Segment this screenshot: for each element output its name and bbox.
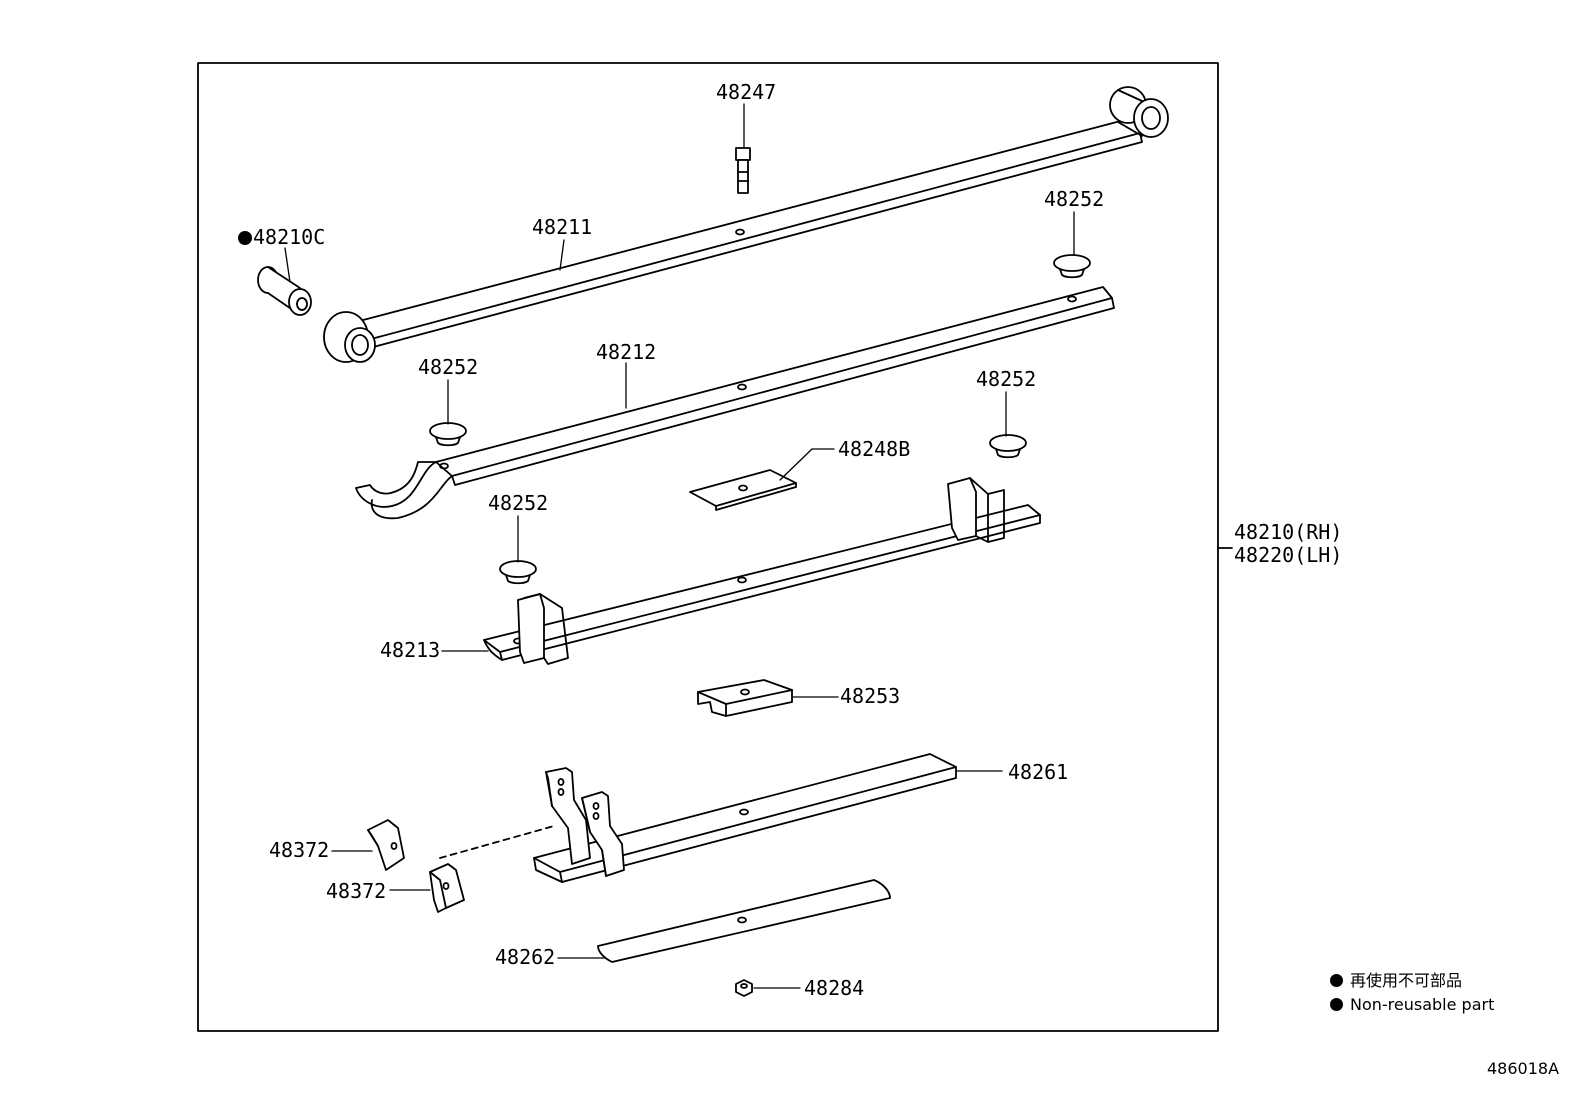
seat-48253 <box>697 679 793 717</box>
label-48247: 48247 <box>716 80 777 104</box>
label-assembly-rh: 48210(RH) <box>1234 520 1343 544</box>
label-48213: 48213 <box>380 638 441 662</box>
diagram-frame <box>197 62 1219 1032</box>
label-48262: 48262 <box>495 945 556 969</box>
label-48210c: 48210C <box>238 226 325 248</box>
label-48372-b: 48372 <box>326 879 387 903</box>
label-48284: 48284 <box>804 976 865 1000</box>
dashed-connector <box>439 825 555 859</box>
pad-48252-c <box>989 434 1027 459</box>
bullet-icon <box>1330 998 1343 1011</box>
lower-leaf-48261 <box>533 753 957 883</box>
pad-48252-d <box>499 560 537 585</box>
plate-48248b <box>689 469 797 511</box>
leader-lines <box>284 103 1075 989</box>
bullet-icon <box>1330 974 1343 987</box>
clip-48372-a <box>367 819 405 871</box>
bushing-48210c <box>257 266 312 316</box>
bottom-leaf-48262 <box>597 879 891 963</box>
label-48212: 48212 <box>596 340 657 364</box>
label-48252-b: 48252 <box>418 355 479 379</box>
second-leaf-48212 <box>355 286 1115 520</box>
diagram-code: 486018A <box>1487 1059 1560 1078</box>
label-48372-a: 48372 <box>269 838 330 862</box>
pad-48252-a <box>1053 254 1091 279</box>
label-48253: 48253 <box>840 684 901 708</box>
label-48252-d: 48252 <box>488 491 549 515</box>
legend-en-text: Non-reusable part <box>1350 995 1495 1014</box>
label-48211: 48211 <box>532 215 593 239</box>
label-48261: 48261 <box>1008 760 1069 784</box>
non-reusable-dot-icon <box>238 231 252 245</box>
clip-48372-b <box>429 863 465 913</box>
legend-jp-text: 再使用不可部品 <box>1350 971 1463 990</box>
pad-48252-b <box>429 422 467 447</box>
legend-row-jp: 再使用不可部品 <box>1330 971 1462 991</box>
nut-48284 <box>735 979 753 997</box>
third-leaf-48213 <box>483 477 1041 665</box>
label-48248b: 48248B <box>838 437 911 461</box>
legend-row-en: Non-reusable part <box>1330 995 1494 1015</box>
label-assembly-lh: 48220(LH) <box>1234 543 1343 567</box>
main-leaf-48211 <box>323 86 1169 363</box>
center-bolt-48247 <box>735 147 751 194</box>
label-48210c-text: 48210C <box>253 225 326 249</box>
label-48252-a: 48252 <box>1044 187 1105 211</box>
label-48252-c: 48252 <box>976 367 1037 391</box>
